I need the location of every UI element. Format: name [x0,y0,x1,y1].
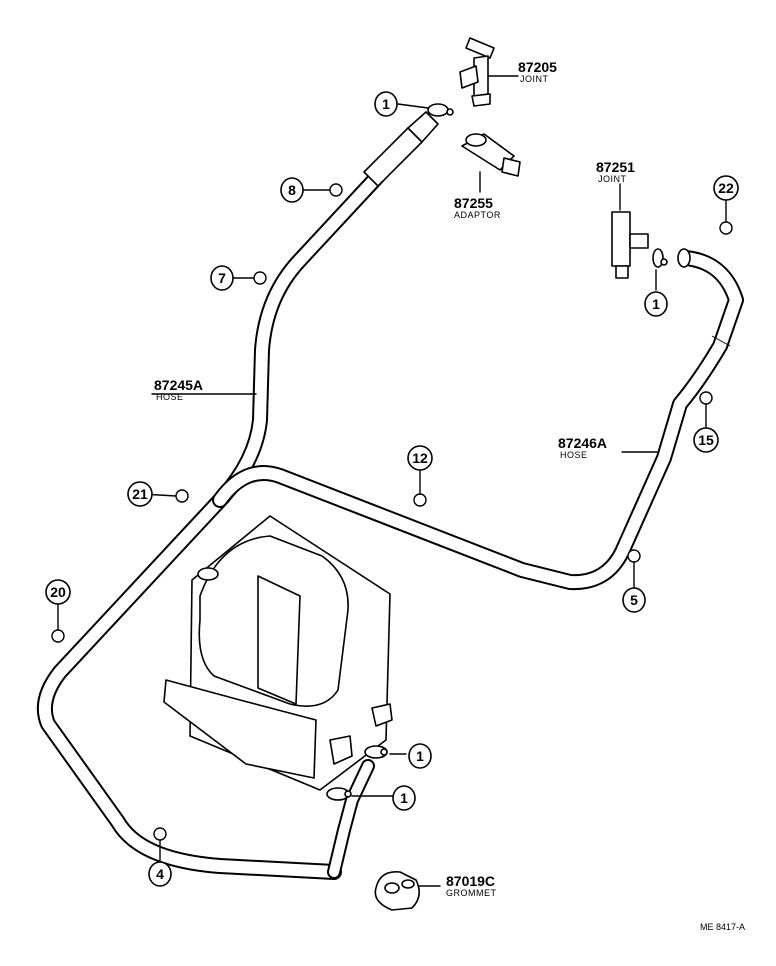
svg-text:12: 12 [412,450,428,466]
svg-text:87251: 87251 [596,159,635,175]
svg-text:87019C: 87019C [446,873,495,889]
svg-text:87255: 87255 [454,195,493,211]
ref-bubble-15: 15 [693,427,719,453]
ref-bubble-1-top: 1 [374,91,398,117]
svg-text:5: 5 [630,592,638,608]
svg-text:4: 4 [156,866,164,882]
svg-text:ADAPTOR: ADAPTOR [454,210,501,220]
adaptor-87255 [461,133,521,177]
ref-bubble-1-right: 1 [644,291,668,317]
label-87251: 87251 JOINT [596,159,635,184]
hose-end-sleeve [363,111,439,187]
svg-text:87205: 87205 [518,59,557,75]
ref-bubble-7: 7 [210,265,234,291]
ref-bubble-5: 5 [622,587,646,613]
washer-tank [163,515,393,791]
grommet-87019c [374,871,420,911]
ref-bubble-20: 20 [45,579,71,605]
joint-87251 [611,211,649,279]
ref-bubble-1-pump-lower: 1 [392,785,416,811]
drawing-code: ME 8417-A [700,922,745,932]
ref-bubble-1-pump-upper: 1 [408,743,432,769]
ref-bubble-8: 8 [280,177,304,203]
svg-text:8: 8 [288,182,296,198]
clamp-right [652,248,668,268]
pump-outlet-hoses [327,759,375,879]
svg-text:HOSE: HOSE [560,450,588,460]
label-87019c: 87019C GROMMET [446,873,497,898]
svg-text:21: 21 [132,486,148,502]
svg-text:1: 1 [652,296,660,312]
svg-text:JOINT: JOINT [520,74,549,84]
svg-text:15: 15 [698,432,714,448]
svg-text:22: 22 [718,180,734,196]
ref-bubble-12: 12 [407,445,433,471]
ref-bubble-22: 22 [713,175,739,201]
svg-text:GROMMET: GROMMET [446,888,497,898]
label-87246a: 87246A HOSE [558,435,607,460]
svg-text:1: 1 [382,96,390,112]
svg-text:1: 1 [416,748,424,764]
clamp-pump-upper [364,745,388,759]
label-87205: 87205 JOINT [518,59,557,84]
hose-87246a [212,250,744,591]
ref-bubble-21: 21 [127,481,153,507]
ref-bubble-4: 4 [148,861,172,887]
label-87255: 87255 ADAPTOR [454,195,501,220]
svg-text:JOINT: JOINT [598,174,627,184]
clamp-top [427,103,454,117]
svg-text:20: 20 [50,584,66,600]
svg-text:87246A: 87246A [558,435,607,451]
leader-lines [57,75,727,887]
svg-text:87245A: 87245A [154,377,203,393]
label-87245a: 87245A HOSE [154,377,203,402]
reference-dots [51,183,733,841]
svg-text:7: 7 [218,270,226,286]
joint-87205 [459,37,495,107]
svg-text:1: 1 [400,790,408,806]
clamp-pump-lower [326,787,352,801]
svg-text:HOSE: HOSE [156,392,184,402]
